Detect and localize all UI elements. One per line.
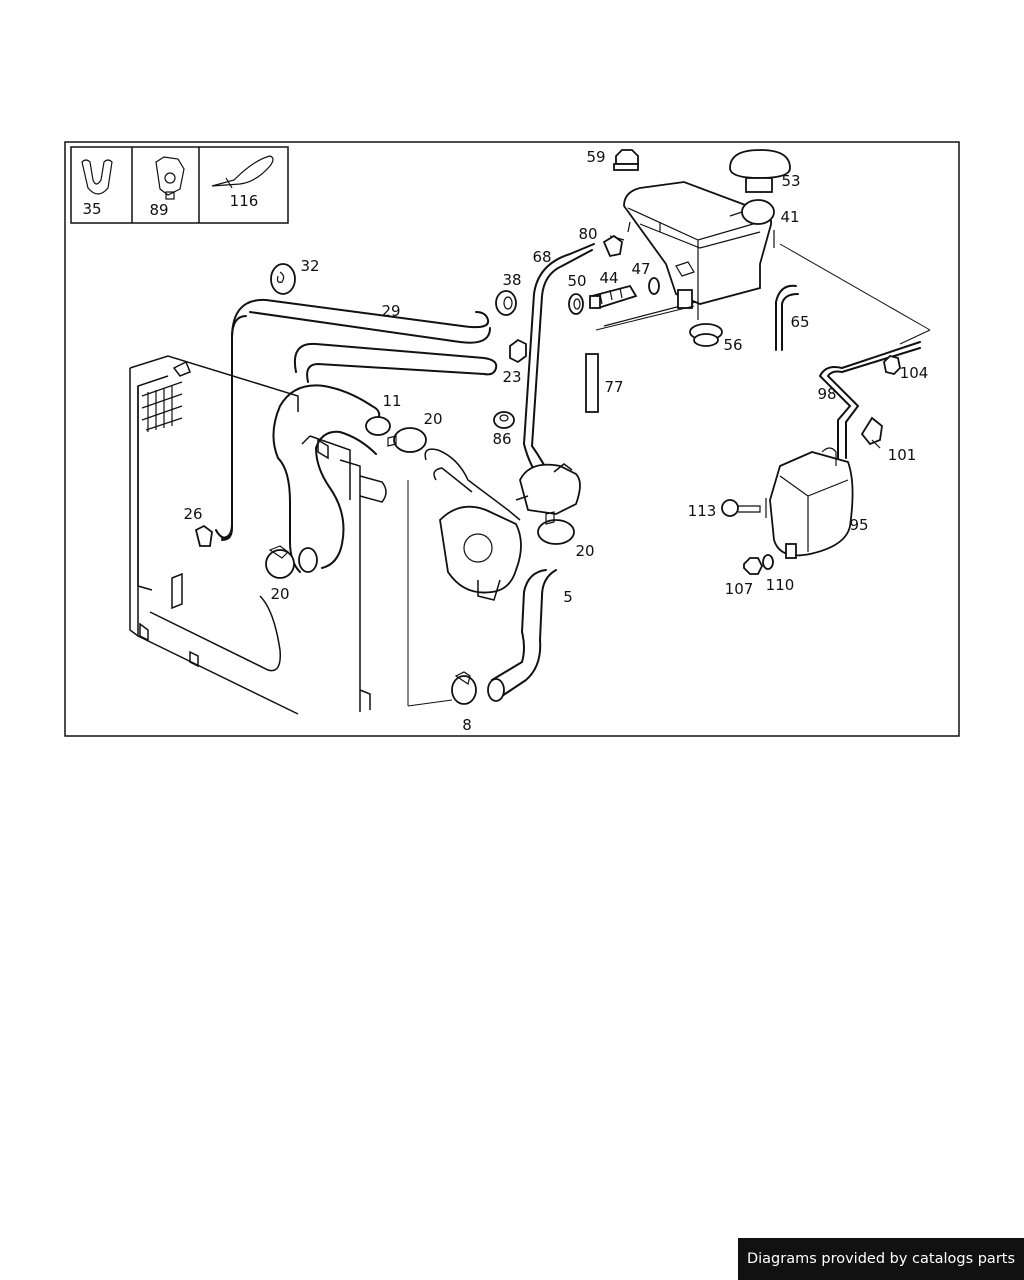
clip-23: [509, 338, 527, 364]
callout-11: 11: [382, 392, 401, 410]
callout-29: 29: [381, 302, 400, 320]
washer-110: [762, 554, 774, 570]
clip-101: [860, 416, 883, 449]
hose-29: [215, 298, 491, 541]
clamp-20-upper: [387, 427, 427, 453]
callout-20-left: 20: [270, 585, 289, 603]
hose-lower-29: [294, 342, 498, 383]
hose-5: [487, 569, 557, 702]
hose-65: [775, 284, 799, 351]
nut-59: [613, 149, 639, 171]
footer-credit: Diagrams provided by catalogs parts: [738, 1238, 1024, 1280]
footer-credit-text: Diagrams provided by catalogs parts: [746, 1251, 1016, 1267]
callout-44: 44: [599, 269, 618, 287]
radiator: [129, 355, 387, 715]
legend-label-35: 35: [82, 200, 101, 218]
cable-tie-icon: [211, 155, 274, 189]
legend-label-89: 89: [149, 201, 168, 219]
bracket-icon: [155, 156, 185, 200]
seal-ring-47: [648, 277, 660, 295]
callout-68: 68: [532, 248, 551, 266]
callout-23: 23: [502, 368, 521, 386]
legend-label-116: 116: [230, 192, 259, 210]
tube-77: [585, 353, 599, 413]
callout-53: 53: [781, 172, 800, 190]
callout-8: 8: [462, 716, 472, 734]
filler-neck-41: [729, 199, 775, 248]
reservoir-95: [765, 447, 854, 559]
callout-77: 77: [604, 378, 623, 396]
grommet-86: [493, 411, 515, 429]
clamp-20-left: [265, 545, 295, 579]
grommet-56: [689, 323, 723, 347]
callout-104: 104: [900, 364, 929, 382]
screw-113: [721, 499, 761, 517]
callout-98: 98: [817, 385, 836, 403]
clamp-20-middle: [537, 511, 575, 545]
cap-53: [729, 149, 791, 193]
callout-5: 5: [563, 588, 573, 606]
leader-lines: [407, 243, 931, 707]
callout-65: 65: [790, 313, 809, 331]
grommet-38: [495, 290, 517, 316]
clamp-32: [270, 263, 296, 295]
diagram-border: [64, 141, 960, 737]
hose-98: [819, 341, 921, 459]
callout-86: 86: [492, 430, 511, 448]
clip-80: [602, 234, 623, 258]
callout-107: 107: [725, 580, 754, 598]
callout-80: 80: [578, 225, 597, 243]
clip-icon: [81, 159, 113, 195]
water-pump-housing: [424, 448, 581, 601]
callout-labels: 59 53 41 80 68 44 47 50 38 32 29 23 56 6…: [183, 148, 928, 734]
callout-32: 32: [300, 257, 319, 275]
callout-95: 95: [849, 516, 868, 534]
callout-110: 110: [766, 576, 795, 594]
clamp-8: [451, 671, 477, 705]
callout-101: 101: [888, 446, 917, 464]
expansion-tank: [603, 181, 773, 327]
callout-59: 59: [586, 148, 605, 166]
nut-107: [743, 557, 764, 575]
callout-41: 41: [780, 208, 799, 226]
seal-ring-50: [568, 293, 584, 315]
callout-20-middle: 20: [575, 542, 594, 560]
callout-50: 50: [567, 272, 586, 290]
callout-47: 47: [631, 260, 650, 278]
callout-20-upper: 20: [423, 410, 442, 428]
hose-11: [272, 384, 391, 573]
legend-box: 35 89 116: [70, 146, 289, 224]
callout-113: 113: [688, 502, 717, 520]
clip-26: [194, 524, 213, 547]
grommet-104: [883, 355, 901, 375]
temperature-sensor-44: [589, 284, 638, 310]
callout-26: 26: [183, 505, 202, 523]
callout-56: 56: [723, 336, 742, 354]
callout-38: 38: [502, 271, 521, 289]
